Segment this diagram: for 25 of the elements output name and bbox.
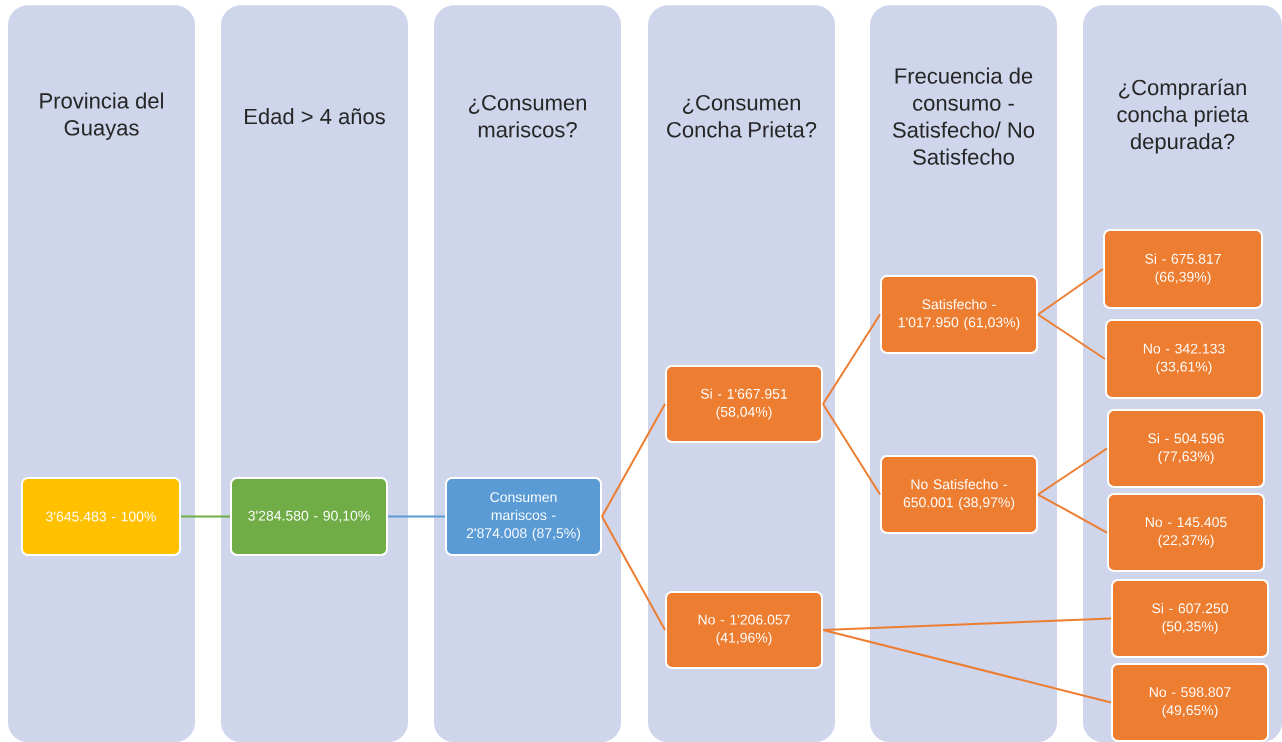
value-box: Consumen mariscos - 2'874.008 (87,5%) xyxy=(445,477,602,556)
connector-line xyxy=(822,629,1112,704)
value-box: Si - 675.817 (66,39%) xyxy=(1103,229,1263,309)
value-box: Satisfecho - 1'017.950 (61,03%) xyxy=(880,275,1038,354)
connector-line xyxy=(1037,313,1106,360)
connector-line xyxy=(601,403,666,518)
value-box: No - 598.807 (49,65%) xyxy=(1111,663,1269,742)
value-box: No - 1'206.057 (41,96%) xyxy=(665,591,823,669)
connector-line xyxy=(180,515,231,518)
connector-line xyxy=(1037,493,1108,534)
connector-line xyxy=(601,515,666,631)
connector-line xyxy=(387,515,446,518)
value-box: No Satisfecho - 650.001 (38,97%) xyxy=(880,455,1038,534)
value-box: Si - 1'667.951 (58,04%) xyxy=(665,365,823,443)
connector-line xyxy=(1037,447,1108,496)
value-box: No - 342.133 (33,61%) xyxy=(1105,319,1263,399)
value-box: 3'645.483 - 100% xyxy=(21,477,181,556)
value-box: 3'284.580 - 90,10% xyxy=(230,477,388,556)
connector-line xyxy=(822,313,881,405)
value-box: No - 145.405 (22,37%) xyxy=(1107,493,1265,572)
connector-line xyxy=(1037,268,1104,316)
connector-line xyxy=(822,403,881,496)
value-box: Si - 504.596 (77,63%) xyxy=(1107,409,1265,488)
value-box: Si - 607.250 (50,35%) xyxy=(1111,579,1269,658)
connector-line xyxy=(822,617,1112,631)
